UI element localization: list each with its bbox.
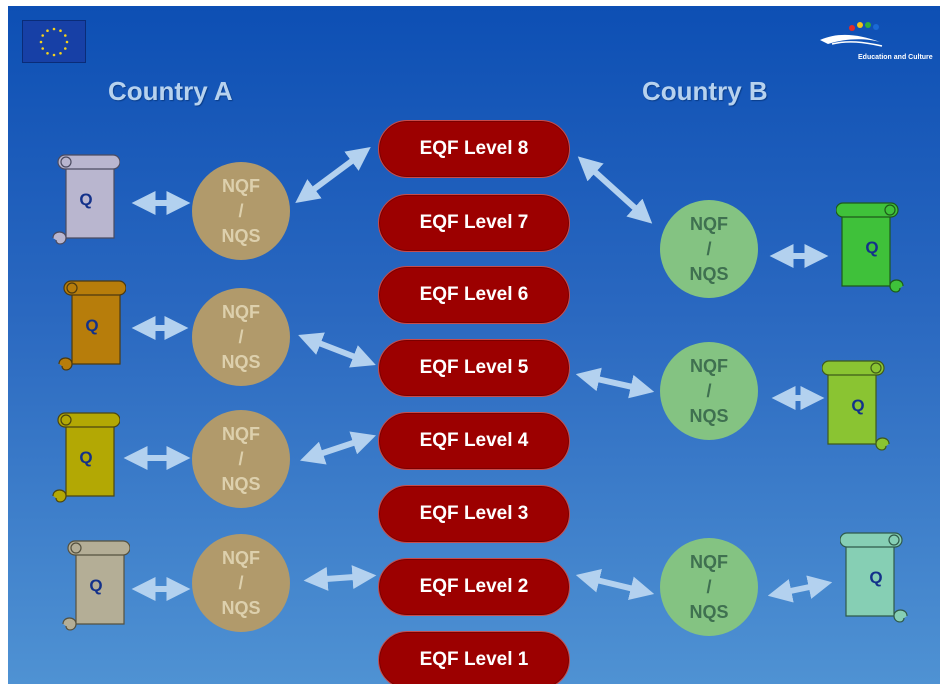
qualification-label: Q — [851, 396, 865, 415]
logo-caption: Education and Culture — [858, 54, 933, 61]
nqf-line2: / — [706, 576, 712, 597]
nqf-line3: NQS — [689, 601, 729, 622]
nqf-line3: NQS — [689, 263, 729, 284]
nqf-circle-country-b-2: NQF / NQS — [660, 342, 758, 440]
slide: Education and Culture Country A Country … — [8, 6, 940, 684]
nqf-line1: NQF — [222, 423, 260, 444]
qualification-scroll-icon-b3: Q — [839, 532, 908, 626]
arrow-a3-nqf-eqf4 — [300, 431, 376, 465]
nqf-line1: NQF — [222, 301, 260, 322]
nqf-line2: / — [238, 326, 244, 347]
qualification-label: Q — [79, 190, 93, 209]
qualification-label: Q — [869, 568, 883, 587]
arrow-a2-nqf-eqf5 — [298, 332, 376, 368]
nqf-line1: NQF — [690, 213, 728, 234]
nqf-circle-country-b-3: NQF / NQS — [660, 538, 758, 636]
nqf-line3: NQS — [221, 225, 261, 246]
eqf-level-5: EQF Level 5 — [378, 339, 570, 397]
eqf-level-6: EQF Level 6 — [378, 266, 570, 324]
nqf-line2: / — [706, 380, 712, 401]
nqf-line3: NQS — [221, 473, 261, 494]
slide-frame-top — [0, 0, 940, 6]
eqf-level-4: EQF Level 4 — [378, 412, 570, 470]
country-b-title: Country B — [642, 76, 768, 106]
nqf-line2: / — [238, 448, 244, 469]
arrow-b3-eqf2-nqf — [575, 569, 655, 600]
qualification-scroll-icon-a1: Q — [52, 154, 121, 248]
nqf-circle-country-a-3: NQF / NQS — [192, 410, 290, 508]
eqf-level-2: EQF Level 2 — [378, 558, 570, 616]
qualification-label: Q — [865, 238, 879, 257]
eqf-level-8: EQF Level 8 — [378, 120, 570, 178]
qualification-scroll-icon-a4: Q — [62, 540, 131, 634]
nqf-line2: / — [238, 572, 244, 593]
logo-swoosh-icon — [820, 22, 883, 47]
qualification-label: Q — [89, 576, 103, 595]
qualification-scroll-icon-b1: Q — [835, 202, 904, 296]
nqf-circle-country-a-1: NQF / NQS — [192, 162, 290, 260]
nqf-line1: NQF — [222, 175, 260, 196]
nqf-line3: NQS — [221, 351, 261, 372]
nqf-line3: NQS — [689, 405, 729, 426]
qualification-label: Q — [79, 448, 93, 467]
eqf-level-3: EQF Level 3 — [378, 485, 570, 543]
qualification-scroll-icon-b2: Q — [821, 360, 890, 454]
arrow-a1-nqf-eqf8 — [295, 146, 371, 204]
arrow-b1-eqf8-nqf — [577, 156, 653, 224]
education-culture-logo: Education and Culture — [818, 20, 940, 70]
nqf-line1: NQF — [690, 355, 728, 376]
eqf-level-7: EQF Level 7 — [378, 194, 570, 252]
nqf-circle-country-a-2: NQF / NQS — [192, 288, 290, 386]
arrow-b2-eqf5-nqf — [575, 367, 655, 399]
slide-frame-left — [0, 0, 8, 684]
nqf-circle-country-a-4: NQF / NQS — [192, 534, 290, 632]
nqf-line3: NQS — [221, 597, 261, 618]
qualification-label: Q — [85, 316, 99, 335]
nqf-line1: NQF — [222, 547, 260, 568]
nqf-line2: / — [238, 200, 244, 221]
eu-flag-icon — [22, 20, 86, 63]
eqf-level-1: EQF Level 1 — [378, 631, 570, 684]
nqf-circle-country-b-1: NQF / NQS — [660, 200, 758, 298]
qualification-scroll-icon-a3: Q — [52, 412, 121, 506]
connector-arrows — [123, 146, 833, 603]
country-a-title: Country A — [108, 76, 233, 106]
nqf-line1: NQF — [690, 551, 728, 572]
qualification-scroll-icon-a2: Q — [58, 280, 127, 374]
arrow-a4-nqf-eqf2 — [303, 565, 377, 591]
arrow-b3-nqf-scroll — [767, 575, 833, 603]
nqf-line2: / — [706, 238, 712, 259]
